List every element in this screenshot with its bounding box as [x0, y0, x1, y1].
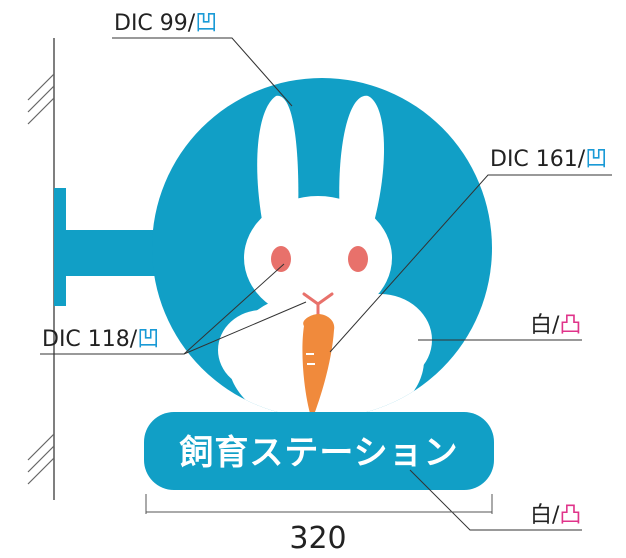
- rabbit-right-eye: [348, 246, 368, 272]
- name-plate: [144, 412, 494, 490]
- wall-hatch-bottom: [27, 433, 55, 485]
- dimension-value: 320: [289, 521, 346, 556]
- dimension-line: [145, 494, 493, 514]
- wall-hatch-top: [27, 73, 55, 125]
- leader-right-upper: [329, 174, 612, 353]
- leader-lines: [40, 37, 612, 531]
- callout-bottom-right: 白/凸: [530, 503, 581, 528]
- sign-title: 飼育ステーション: [179, 433, 458, 473]
- rabbit-left-ear: [257, 95, 299, 220]
- rabbit-left-eye: [271, 246, 291, 272]
- callout-left: DIC 118/凹: [42, 327, 159, 352]
- rabbit-illustration: [218, 95, 432, 418]
- leader-top: [112, 37, 293, 107]
- leader-left-b: [183, 301, 307, 355]
- rabbit-right-ear: [339, 95, 385, 222]
- rabbit-head: [244, 196, 392, 320]
- callout-right-middle: 白/凸: [530, 313, 581, 338]
- callout-top: DIC 99/凹: [114, 11, 217, 36]
- callout-right-upper: DIC 161/凹: [490, 147, 607, 172]
- wall: [27, 38, 55, 500]
- carrot: [302, 314, 335, 418]
- leader-bottom-right: [409, 469, 582, 531]
